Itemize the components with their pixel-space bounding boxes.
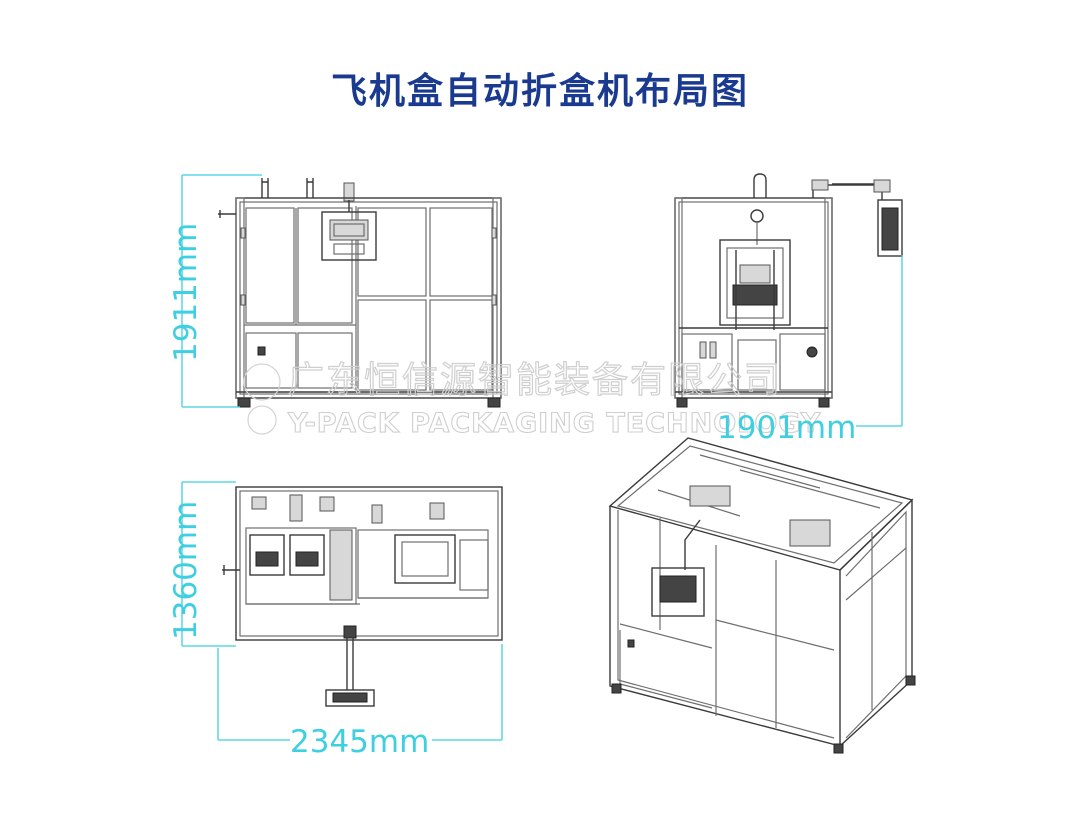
front-view [218, 178, 502, 408]
isometric-view [608, 437, 916, 754]
page-title: 飞机盒自动折盒机布局图 [330, 71, 749, 112]
dim-label-side-width: 1901mm [717, 410, 856, 446]
dimension-front-height: 1911mm [168, 174, 262, 408]
dim-label-top-length: 2345mm [290, 724, 429, 760]
watermark-company-cn: 广东恒信源智能装备有限公司 [288, 360, 782, 401]
dimension-side-width: 1901mm [717, 255, 903, 446]
watermark-company-en: Y-PACK PACKAGING TECHNOLOGY [287, 408, 821, 439]
side-view [674, 173, 903, 408]
dim-label-front-height: 1911mm [168, 223, 204, 362]
top-view [222, 486, 503, 707]
dimension-top-length: 2345mm [217, 644, 503, 760]
dim-label-top-depth: 1360mm [168, 501, 204, 640]
dimension-top-depth: 1360mm [168, 481, 236, 647]
watermark: 广东恒信源智能装备有限公司 Y-PACK PACKAGING TECHNOLOG… [243, 359, 821, 440]
